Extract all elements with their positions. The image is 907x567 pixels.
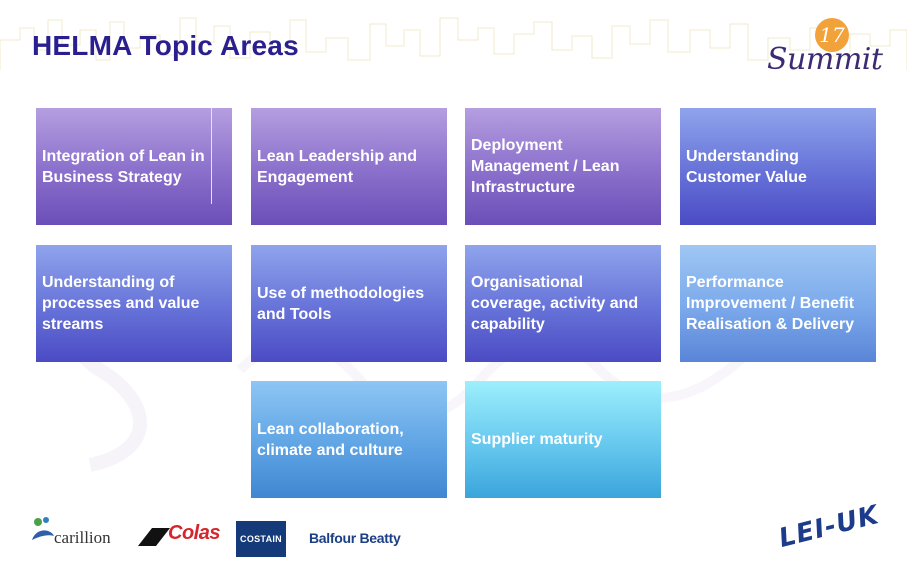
summit-word: Summit — [767, 42, 883, 77]
topic-label: Supplier maturity — [471, 431, 603, 448]
carillion-text: carillion — [54, 528, 111, 547]
topic-tile-integration-lean-strategy: Integration of Lean in Business Strategy — [36, 108, 232, 225]
topic-tile-lean-collaboration: Lean collaboration, climate and culture — [251, 381, 447, 498]
balfour-beatty-logo: Balfour Beatty — [309, 530, 401, 548]
summit-number: 17 — [815, 18, 849, 52]
topic-label: Understanding of processes and value str… — [42, 274, 200, 333]
topic-label: Understanding Customer Value — [686, 147, 807, 186]
city-skyline-decoration — [0, 17, 907, 70]
topic-tile-lean-leadership: Lean Leadership and Engagement — [251, 108, 447, 225]
topic-label: Integration of Lean in Business Strategy — [42, 147, 205, 186]
colas-swoosh-icon — [138, 528, 170, 546]
colas-logo: Colas — [136, 520, 221, 550]
balfour-beatty-text: Balfour Beatty — [309, 530, 401, 546]
topic-tile-organisational-coverage: Organisational coverage, activity and ca… — [465, 245, 661, 362]
topic-label: Use of methodologies and Tools — [257, 284, 425, 323]
topic-tile-performance-improvement: Performance Improvement / Benefit Realis… — [680, 245, 876, 362]
costain-text: COSTAIN — [240, 534, 282, 544]
topic-label: Lean collaboration, climate and culture — [257, 420, 404, 459]
topic-label: Organisational coverage, activity and ca… — [471, 274, 639, 333]
topic-label: Performance Improvement / Benefit Realis… — [686, 274, 855, 333]
tile-divider-line — [211, 108, 212, 204]
topic-label: Lean Leadership and Engagement — [257, 147, 418, 186]
topic-tile-customer-value: Understanding Customer Value — [680, 108, 876, 225]
topic-tile-processes-value-streams: Understanding of processes and value str… — [36, 245, 232, 362]
lei-uk-text: LEI-UK — [775, 500, 883, 554]
topic-tile-deployment-management: Deployment Management / Lean Infrastruct… — [465, 108, 661, 225]
lei-uk-logo: LEI-UK — [772, 500, 890, 556]
topic-tile-supplier-maturity: Supplier maturity — [465, 381, 661, 498]
costain-logo: COSTAIN — [236, 521, 286, 557]
carillion-logo: carillion — [30, 514, 122, 550]
summit-17-logo: 17 Summit — [765, 18, 883, 80]
colas-text: Colas — [168, 522, 220, 544]
carillion-mark-icon — [32, 517, 54, 540]
page-title: HELMA Topic Areas — [32, 30, 299, 61]
topic-label: Deployment Management / Lean Infrastruct… — [471, 137, 620, 196]
topic-tile-methodologies-tools: Use of methodologies and Tools — [251, 245, 447, 362]
